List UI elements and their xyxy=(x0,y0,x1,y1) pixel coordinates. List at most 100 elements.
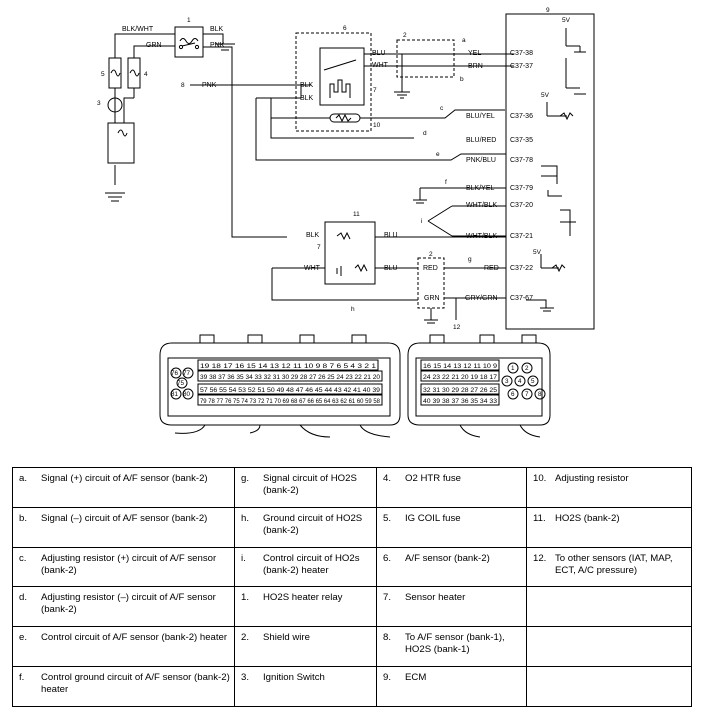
wire-label-blu-ho2s-b: BLU xyxy=(384,265,398,272)
wire-label-blk-af2: BLK xyxy=(300,95,314,102)
wire-label-wht-blk2: WHT/BLK xyxy=(466,233,497,240)
legend-cell: 11. HO2S (bank-2) xyxy=(526,506,692,548)
af-sensor-box xyxy=(295,32,372,132)
connector-c37-38: C37-38 xyxy=(510,50,533,57)
legend-text: Control circuit of A/F sensor (bank-2) h… xyxy=(41,632,228,644)
ecm-connector-right xyxy=(407,342,551,426)
legend-key: 5. xyxy=(383,512,392,524)
legend-cell-empty xyxy=(526,666,692,707)
callout-7a: 7 xyxy=(373,87,377,94)
legend-cell: 9.ECM xyxy=(376,666,527,707)
callout-2a: 2 xyxy=(403,32,407,39)
legend-cell: b. Signal (–) circuit of A/F sensor (bank… xyxy=(12,506,235,548)
legend-cell-empty xyxy=(526,586,692,628)
legend-text: HO2S heater relay xyxy=(263,592,343,604)
legend-key: f. xyxy=(19,672,25,684)
shield-wire-bottom xyxy=(417,257,445,309)
pins-right-row3: 32 31 30 29 28 27 26 25 xyxy=(423,387,498,394)
connector-c37-20: C37-20 xyxy=(510,202,533,209)
legend-row: e.Control circuit of A/F sensor (bank-2)… xyxy=(12,626,692,668)
wire-label-blu-af: BLU xyxy=(372,50,386,57)
wire-label-blk-yel: BLK/YEL xyxy=(466,185,495,192)
legend-text: Adjusting resistor (–) circuit of A/F se… xyxy=(41,592,216,616)
callout-g: g xyxy=(468,256,472,263)
legend-cell: 1.HO2S heater relay xyxy=(234,586,377,628)
pins-right-row2: 24 23 22 21 20 19 18 17 xyxy=(423,374,498,381)
callout-e: e xyxy=(436,151,440,158)
pin-r6: 6 xyxy=(511,391,515,398)
callout-7b: 7 xyxy=(317,244,321,251)
wire-label-blk-relay: BLK xyxy=(210,26,224,33)
legend-text: HO2S (bank-2) xyxy=(555,512,620,524)
wire-label-blk-af1: BLK xyxy=(300,82,314,89)
legend-key: d. xyxy=(19,592,28,604)
label-5v-a: 5V xyxy=(562,17,571,24)
legend-text: Adjusting resistor (+) circuit of A/F se… xyxy=(41,552,217,576)
legend-cell: h. Ground circuit of HO2S (bank-2) xyxy=(234,506,377,548)
legend-cell: 5.IG COIL fuse xyxy=(376,506,527,548)
pin-r5: 5 xyxy=(531,378,535,385)
legend-text: O2 HTR fuse xyxy=(405,473,461,484)
legend-text: Ground circuit of HO2S (bank-2) xyxy=(263,512,363,536)
legend-key: h. xyxy=(241,512,250,524)
pin-r1: 1 xyxy=(511,365,515,372)
callout-6: 6 xyxy=(343,25,347,32)
connector-c37-67: C37-67 xyxy=(510,295,533,302)
callout-8: 8 xyxy=(181,82,185,89)
legend-cell: 8. To A/F sensor (bank-1), HO2S (bank-1) xyxy=(376,626,527,668)
legend-key: 12. xyxy=(533,552,547,564)
legend-cell: c.Adjusting resistor (+) circuit of A/F … xyxy=(12,546,235,588)
legend-key: g. xyxy=(241,473,250,484)
callout-a: a xyxy=(462,37,466,44)
pin-r8: 8 xyxy=(538,391,542,398)
wire-label-gry-grn: GRY/GRN xyxy=(465,295,498,302)
wire-label-blu-red: BLU/RED xyxy=(466,137,496,144)
wire-label-pnk-left: PNK xyxy=(202,82,217,89)
callout-h: h xyxy=(351,306,355,313)
legend-row: c.Adjusting resistor (+) circuit of A/F … xyxy=(12,546,692,588)
wire-label-blu-ho2s: BLU xyxy=(384,232,398,239)
legend-table: a.Signal (+) circuit of A/F sensor (bank… xyxy=(12,467,692,707)
wire-label-red-ecm: RED xyxy=(484,265,499,272)
pin-81: 81 xyxy=(171,391,179,398)
connector-c37-21: C37-21 xyxy=(510,233,533,240)
ig-coil-fuse xyxy=(108,57,122,89)
connector-c37-78: C37-78 xyxy=(510,157,533,164)
legend-key: 8. xyxy=(383,632,392,644)
label-5v-b: 5V xyxy=(541,92,550,99)
ecm-connector-left xyxy=(159,342,401,426)
wire-label-blk-ho2s: BLK xyxy=(306,232,320,239)
callout-2b: 2 xyxy=(429,251,433,258)
wire-label-wht-blk1: WHT/BLK xyxy=(466,202,497,209)
legend-text: To other sensors (IAT, MAP, ECT, A/C pre… xyxy=(555,552,673,576)
legend-key: b. xyxy=(19,512,28,524)
wire-label-grn-top: GRN xyxy=(146,42,162,49)
legend-key: a. xyxy=(19,473,28,484)
legend-key: 10. xyxy=(533,473,547,484)
callout-5: 5 xyxy=(101,71,105,78)
legend-row: d. Adjusting resistor (–) circuit of A/F … xyxy=(12,586,692,628)
wire-label-red-ho2s: RED xyxy=(423,265,438,272)
callout-10: 10 xyxy=(373,122,381,129)
legend-text: A/F sensor (bank-2) xyxy=(405,552,490,564)
legend-cell: 3.Ignition Switch xyxy=(234,666,377,707)
legend-text: To A/F sensor (bank-1), HO2S (bank-1) xyxy=(405,632,505,656)
pins-right-row1: 16 15 14 13 12 11 10 9 xyxy=(423,363,498,370)
legend-text: ECM xyxy=(405,672,427,684)
legend-key: 2. xyxy=(241,632,250,644)
callout-b: b xyxy=(460,76,464,83)
legend-text: Ignition Switch xyxy=(263,672,325,684)
legend-key: 7. xyxy=(383,592,392,604)
legend-cell: d. Adjusting resistor (–) circuit of A/F … xyxy=(12,586,235,628)
legend-cell: 10.Adjusting resistor xyxy=(526,467,692,508)
legend-text: Signal (–) circuit of A/F sensor (bank-2… xyxy=(41,512,208,524)
connector-c37-35: C37-35 xyxy=(510,137,533,144)
legend-key: 11. xyxy=(533,512,546,524)
pin-77: 77 xyxy=(183,370,191,377)
ecm-box xyxy=(505,13,595,330)
pins-right-row4: 40 39 38 37 36 35 34 33 xyxy=(423,398,498,405)
wiring-diagram: BLK/WHT GRN BLK PNK PNK BLU WHT BLK BLK … xyxy=(97,7,595,438)
legend-cell: 2.Shield wire xyxy=(234,626,377,668)
label-5v-c: 5V xyxy=(533,249,542,256)
legend-cell: f.Control ground circuit of A/F sensor (… xyxy=(12,666,235,707)
